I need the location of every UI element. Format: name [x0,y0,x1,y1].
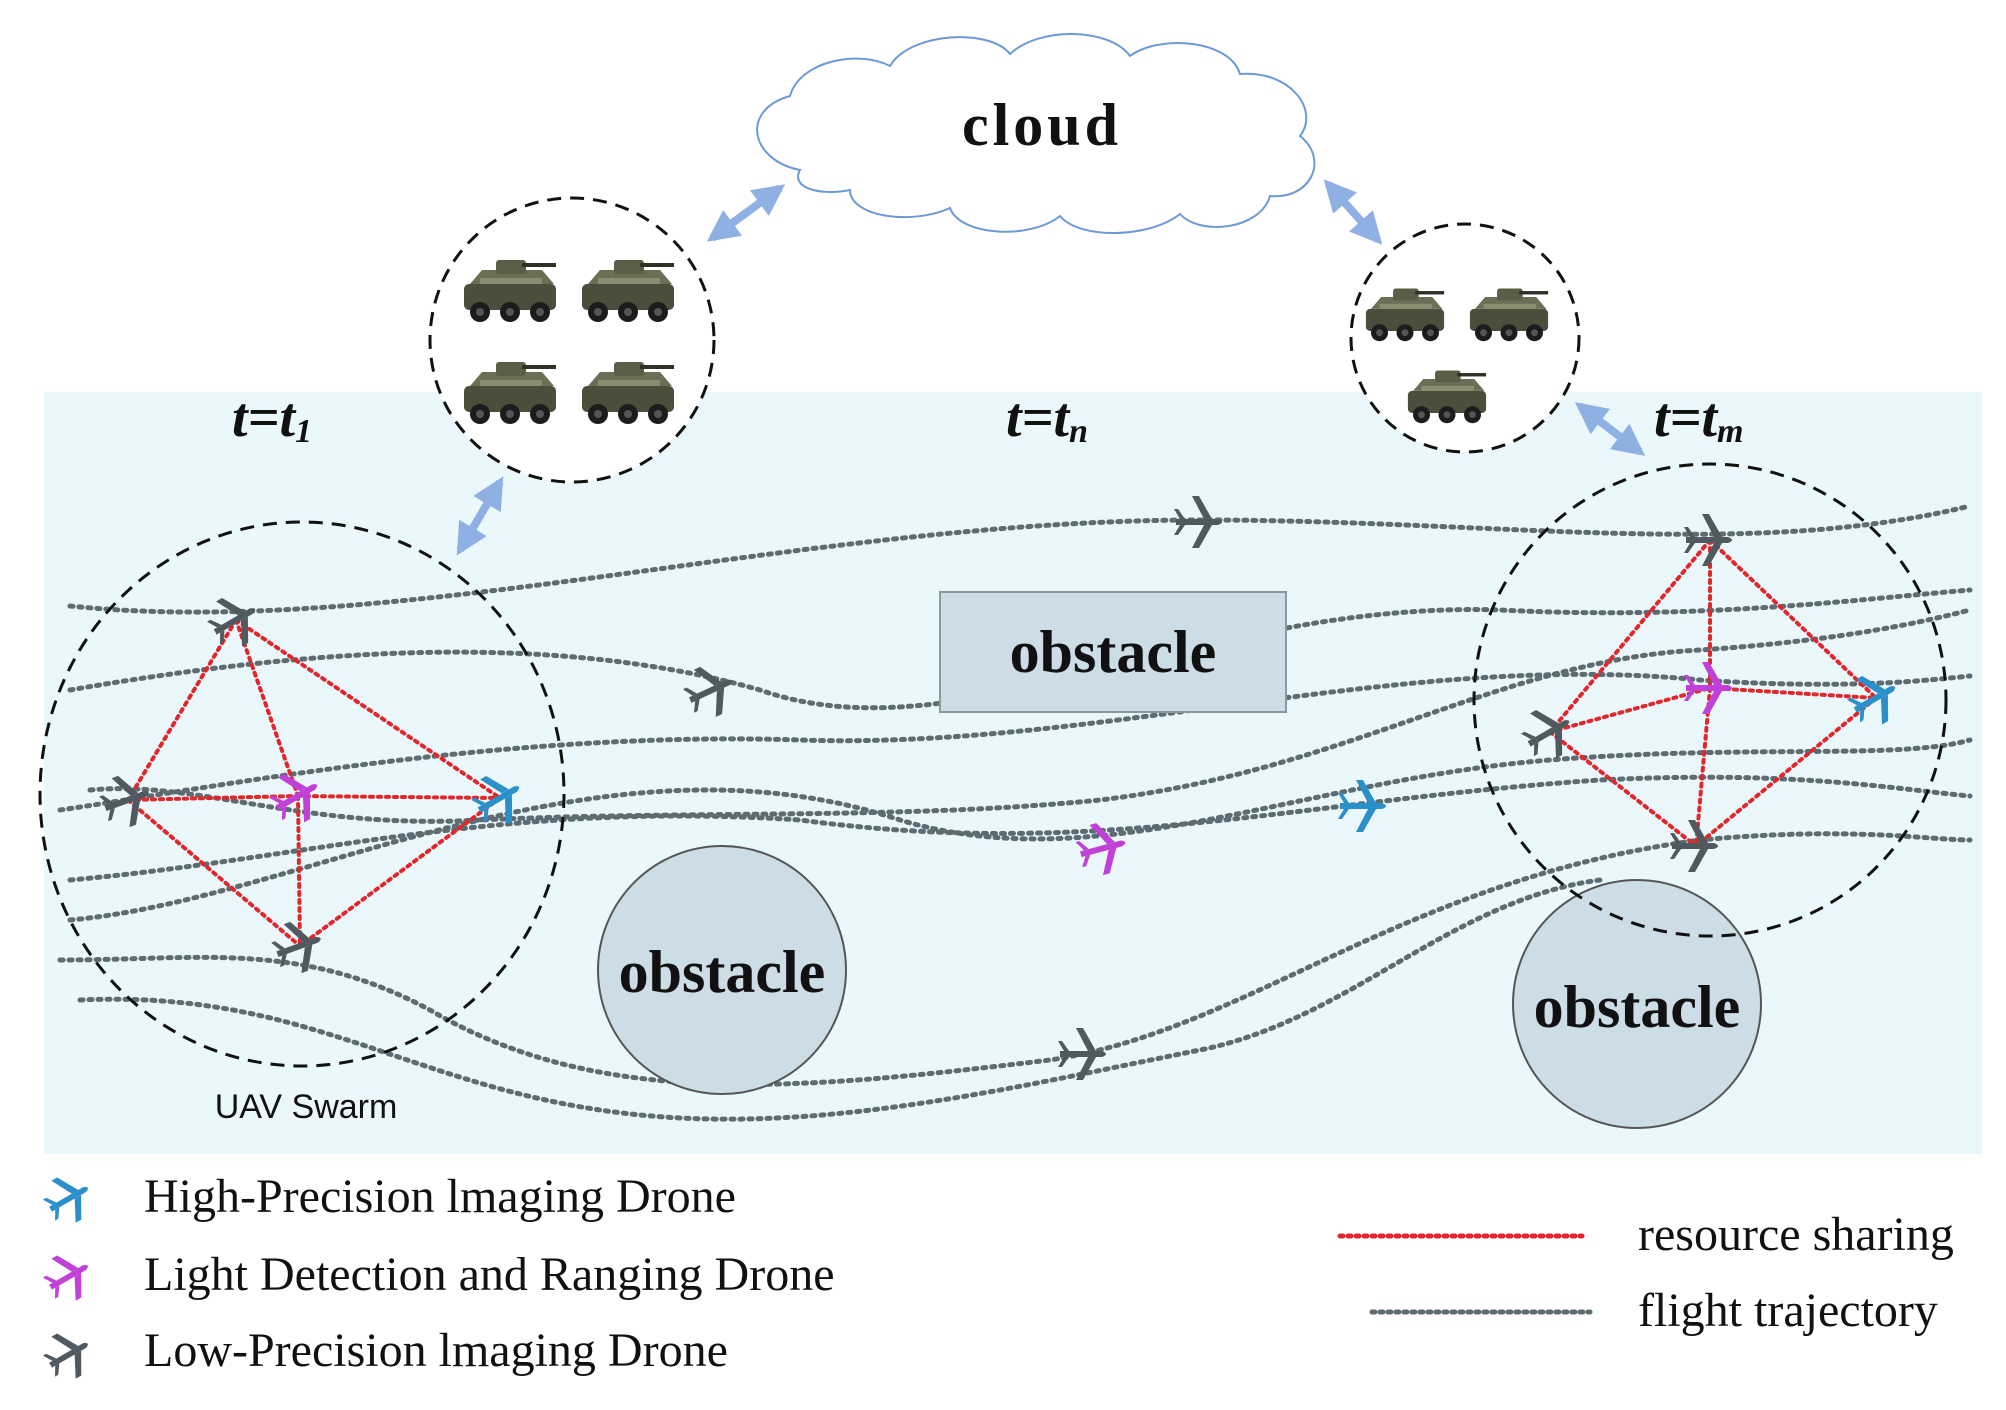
obstacle-circle-1-label: obstacle [619,939,826,1005]
obstacle-rect-label: obstacle [1010,619,1217,685]
swarm-circle-right [1472,462,1948,938]
time-label-t1: t=t1 [232,387,312,450]
legend-label-high-precision: High-Precision lmaging Drone [144,1170,736,1223]
legend-label-low-precision: Low-Precision lmaging Drone [144,1324,728,1377]
communication-arrows [456,179,1646,556]
legend-label-flight-trajectory: flight trajectory [1638,1284,1938,1337]
legend-label-resource-sharing: resource sharing [1638,1208,1954,1261]
arrow-swarm-vehicles-left [456,476,504,556]
ground-vehicles-right [1349,222,1581,454]
arrow-cloud-right [1323,179,1383,245]
resource-sharing-right [1548,538,1878,848]
obstacle-rect: obstacle [939,591,1287,713]
arrow-left-cloud [706,184,786,242]
legend-drones: High-Precision lmaging Drone Light Detec… [36,1166,835,1388]
time-label-tn: t=tn [1006,387,1088,450]
arrow-vehicles-swarm-right [1574,402,1646,456]
cloud: cloud [756,33,1316,234]
trajectory-8 [77,877,1603,1122]
legend-lines: resource sharing flight trajectory [1337,1208,1954,1337]
swarm-circle-left [38,520,566,1068]
trajectory-6 [87,607,1973,824]
trajectory-3 [57,671,1973,813]
resource-sharing-left [126,618,502,948]
trajectory-1 [67,503,1973,615]
swarm-label: UAV Swarm [215,1088,398,1126]
obstacle-circle-1: obstacle [597,845,847,1095]
legend-label-lidar: Light Detection and Ranging Drone [144,1248,835,1301]
purple-drone-icon [36,1244,100,1310]
obstacle-circle-2-label: obstacle [1534,974,1741,1040]
ground-vehicles-left [428,196,716,484]
cloud-label: cloud [962,92,1122,158]
gray-drone-icon [36,1322,100,1388]
trajectory-5 [57,831,1973,1087]
blue-drone-icon [36,1166,100,1232]
time-label-tm: t=tm [1654,387,1743,450]
obstacle-circle-2: obstacle [1512,879,1762,1129]
